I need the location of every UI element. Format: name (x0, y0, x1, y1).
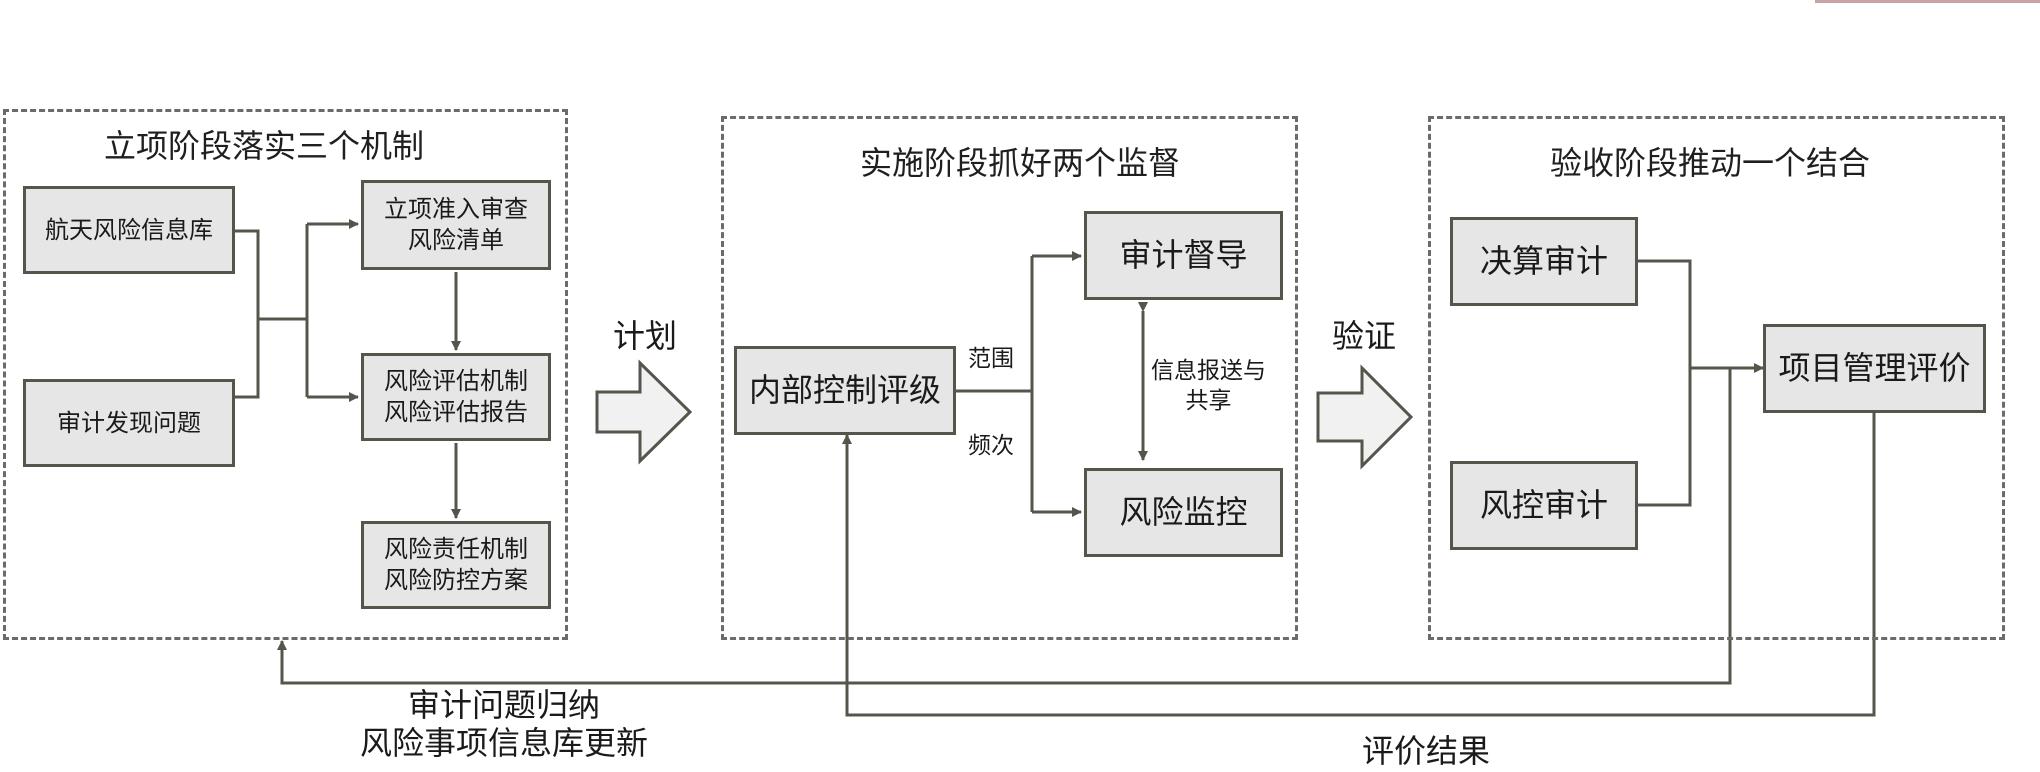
scope-label: 范围 (968, 346, 1014, 372)
audit-supervision-box: 审计督导 (1084, 211, 1283, 300)
feedback-line-evaluation-result (842, 412, 1876, 717)
plan-hollow-arrow (595, 359, 693, 465)
setup-stage-container (3, 109, 568, 640)
acceptance-stage-title: 验收阶段推动一个结合 (1550, 144, 1871, 182)
risk-responsibility-line-1: 风险责任机制 (384, 535, 528, 564)
risk-control-audit-out-line (1637, 368, 1692, 507)
implementation-stage-container (721, 116, 1298, 640)
audit-issues-box: 审计发现问题 (23, 379, 235, 467)
project-management-evaluation-box: 项目管理评价 (1763, 324, 1986, 413)
risk-responsibility-line-2: 风险防控方案 (384, 566, 528, 594)
final-accounts-audit-box: 决算审计 (1450, 217, 1638, 306)
acceptance-stage-container (1428, 116, 2005, 640)
admission-review-line-1: 立项准入审查 (384, 195, 528, 224)
verify-hollow-arrow (1316, 364, 1414, 470)
merge-line-risk-db (233, 229, 260, 319)
info-sharing-line-1: 信息报送与 (1151, 358, 1266, 384)
frequency-label: 频次 (968, 433, 1014, 459)
risk-control-audit-box: 风控审计 (1450, 461, 1638, 550)
internal-control-rating-label: 内部控制评级 (748, 371, 941, 410)
audit-issue-summary-line-2: 风险事项信息库更新 (360, 724, 649, 763)
final-audit-out-line (1637, 259, 1692, 368)
final-accounts-audit-label: 决算审计 (1479, 242, 1608, 281)
risk-assessment-line-1: 风险评估机制 (384, 367, 528, 396)
evaluation-result-label: 评价结果 (1362, 732, 1491, 770)
merge-line-audit-issues (233, 319, 260, 399)
implementation-stage-title: 实施阶段抓好两个监督 (860, 144, 1181, 182)
risk-database-box: 航天风险信息库 (23, 186, 235, 274)
risk-monitoring-box: 风险监控 (1084, 468, 1283, 557)
risk-control-audit-label: 风控审计 (1479, 486, 1608, 525)
audit-supervision-label: 审计督导 (1119, 236, 1248, 275)
feedback-line-audit-summary (277, 368, 1732, 685)
risk-assessment-line-2: 风险评估报告 (384, 398, 528, 426)
risk-database-label: 航天风险信息库 (45, 215, 213, 244)
admission-review-box: 立项准入审查 风险清单 (361, 180, 551, 270)
top-edge-line (1815, 0, 2040, 3)
project-management-evaluation-label: 项目管理评价 (1778, 349, 1971, 388)
risk-assessment-box: 风险评估机制 风险评估报告 (361, 353, 551, 441)
audit-issue-summary-line-1: 审计问题归纳 (408, 686, 601, 724)
risk-responsibility-box: 风险责任机制 风险防控方案 (361, 521, 551, 609)
admission-review-line-2: 风险清单 (408, 226, 504, 254)
verify-label: 验证 (1332, 317, 1397, 355)
setup-stage-title: 立项阶段落实三个机制 (104, 127, 425, 165)
internal-control-rating-box: 内部控制评级 (734, 346, 956, 435)
risk-monitoring-label: 风险监控 (1119, 493, 1248, 532)
audit-issue-summary-label: 审计问题归纳 风险事项信息库更新 (360, 686, 648, 763)
audit-issues-label: 审计发现问题 (57, 408, 201, 437)
info-sharing-label: 信息报送与 共享 (1151, 357, 1266, 417)
info-sharing-line-2: 共享 (1185, 387, 1232, 414)
plan-label: 计划 (613, 317, 678, 355)
